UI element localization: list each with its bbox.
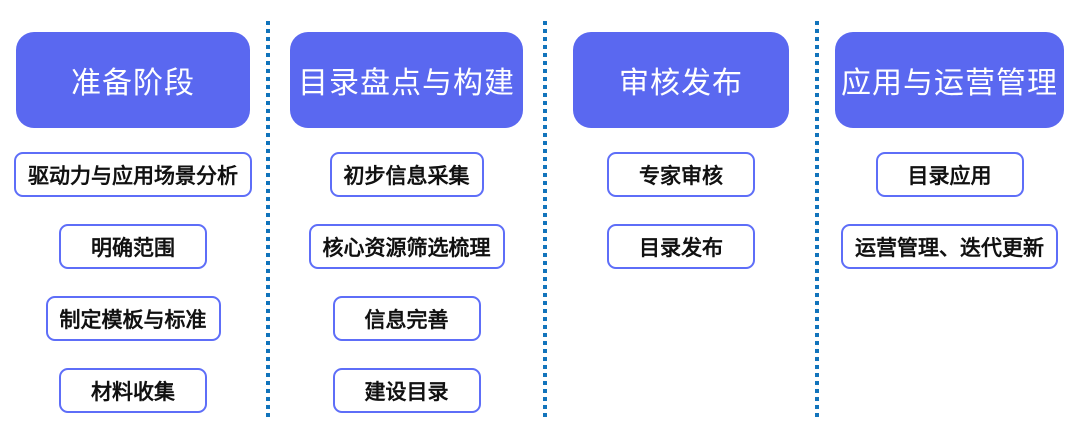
stage-header-preparation: 准备阶段 xyxy=(16,32,250,128)
step-box: 目录发布 xyxy=(607,224,755,269)
step-list: 目录应用 运营管理、迭代更新 xyxy=(841,152,1058,269)
step-box: 制定模板与标准 xyxy=(45,296,221,341)
step-box: 初步信息采集 xyxy=(329,152,484,197)
column-preparation: 准备阶段 驱动力与应用场景分析 明确范围 制定模板与标准 材料收集 xyxy=(0,0,266,441)
step-box: 建设目录 xyxy=(332,368,481,413)
dotted-separator xyxy=(543,21,547,419)
step-list: 专家审核 目录发布 xyxy=(607,152,755,269)
step-box: 信息完善 xyxy=(332,296,481,341)
step-box: 驱动力与应用场景分析 xyxy=(14,152,252,197)
step-list: 驱动力与应用场景分析 明确范围 制定模板与标准 材料收集 xyxy=(14,152,252,413)
column-inventory-build: 目录盘点与构建 初步信息采集 核心资源筛选梳理 信息完善 建设目录 xyxy=(270,0,543,441)
dotted-separator xyxy=(266,21,270,419)
stage-header-inventory-build: 目录盘点与构建 xyxy=(290,32,523,128)
column-review-publish: 审核发布 专家审核 目录发布 xyxy=(547,0,815,441)
step-list: 初步信息采集 核心资源筛选梳理 信息完善 建设目录 xyxy=(308,152,505,413)
step-box: 核心资源筛选梳理 xyxy=(308,224,505,269)
step-box: 目录应用 xyxy=(875,152,1024,197)
stage-header-review-publish: 审核发布 xyxy=(573,32,789,128)
step-box: 明确范围 xyxy=(59,224,207,269)
stage-header-operation-management: 应用与运营管理 xyxy=(835,32,1064,128)
step-box: 材料收集 xyxy=(59,368,207,413)
column-operation-management: 应用与运营管理 目录应用 运营管理、迭代更新 xyxy=(819,0,1080,441)
dotted-separator xyxy=(815,21,819,419)
step-box: 专家审核 xyxy=(607,152,755,197)
step-box: 运营管理、迭代更新 xyxy=(841,224,1058,269)
